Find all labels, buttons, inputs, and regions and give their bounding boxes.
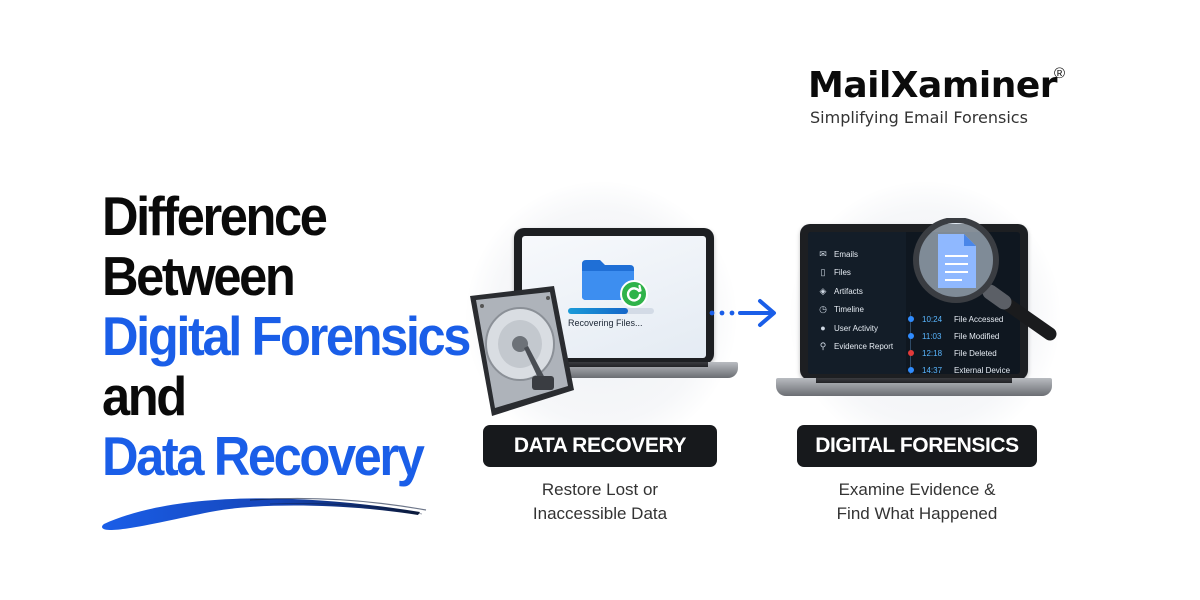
sidebar-item-label: Evidence Report [834,342,894,351]
heading-line-1: Difference [102,185,328,247]
timeline-dot [908,367,914,373]
data-recovery-label: DATA RECOVERY [483,425,717,467]
refresh-icon [620,280,648,308]
sidebar-item-emails[interactable]: ✉ Emails [818,246,858,262]
sidebar-item-files[interactable]: ▯ Files [818,265,851,281]
timeline-event: External Device [954,365,1011,375]
timeline-row[interactable]: 12:18 File Deleted [908,346,997,360]
timeline-time: 12:18 [922,348,943,358]
recovery-desc-line-1: Restore Lost or [541,480,659,499]
sidebar-item-label: Files [834,268,851,277]
mail-icon: ✉ [819,248,827,259]
file-icon: ▯ [820,267,826,277]
timeline-time: 14:37 [922,365,943,375]
timeline-row[interactable]: 10:24 File Accessed [908,312,1003,326]
sidebar-item-label: Artifacts [834,286,863,296]
heading-line-4: and [102,365,187,427]
sidebar-item-user-activity[interactable]: ● User Activity [818,320,878,336]
timeline-dot [908,333,914,339]
registered-mark: ® [1054,65,1066,82]
sidebar-item-label: Emails [834,249,859,259]
digital-forensics-label: DIGITAL FORENSICS [797,425,1037,467]
timeline-dot [908,350,914,356]
timeline-dot [908,316,914,322]
timeline-event: File Accessed [954,314,1004,324]
heading-line-3: Digital Forensics [102,305,471,367]
sidebar-item-artifacts[interactable]: ◈ Artifacts [818,283,863,299]
timeline-time: 10:24 [922,314,943,324]
page-heading: Difference Between Digital Forensics and… [102,186,472,486]
brand-logo: MailXaminer ® Simplifying Email Forensic… [808,66,1078,136]
recovery-status-text: Recovering Files... [568,318,643,328]
timeline-row[interactable]: 11:03 File Modified [908,329,999,343]
data-recovery-description: Restore Lost or Inaccessible Data [463,478,737,526]
arrow-icon [709,299,776,327]
recovery-progress-bar [568,308,654,314]
sidebar-item-timeline[interactable]: ◷ Timeline [818,302,864,318]
report-icon: ⚲ [819,341,827,351]
timeline-event: File Deleted [954,348,997,358]
heading-line-5: Data Recovery [102,425,425,487]
forensics-desc-line-2: Find What Happened [836,504,998,523]
timeline-icon: ◷ [819,304,827,314]
timeline-event: File Modified [954,331,1000,341]
user-icon: ● [820,323,826,333]
logo-tagline: Simplifying Email Forensics [810,108,1028,127]
logo-wordmark: MailXaminer [808,65,1058,106]
recovery-desc-line-2: Inaccessible Data [532,504,668,523]
heading-line-2: Between [102,245,296,307]
sidebar-item-label: User Activity [834,323,879,333]
brush-swoosh [102,497,427,530]
sidebar-item-evidence-report[interactable]: ⚲ Evidence Report [818,339,893,355]
sidebar-item-label: Timeline [834,305,864,314]
artifact-icon: ◈ [819,285,827,296]
forensics-desc-line-1: Examine Evidence & [838,480,996,499]
hard-drive-icon [470,286,574,416]
digital-forensics-description: Examine Evidence & Find What Happened [777,478,1057,526]
timeline-row[interactable]: 14:37 External Device [908,363,1010,374]
magnifier-icon [913,218,1057,341]
recovery-progress-fill [568,308,629,314]
document-icon [938,234,976,288]
timeline-time: 11:03 [922,331,942,341]
